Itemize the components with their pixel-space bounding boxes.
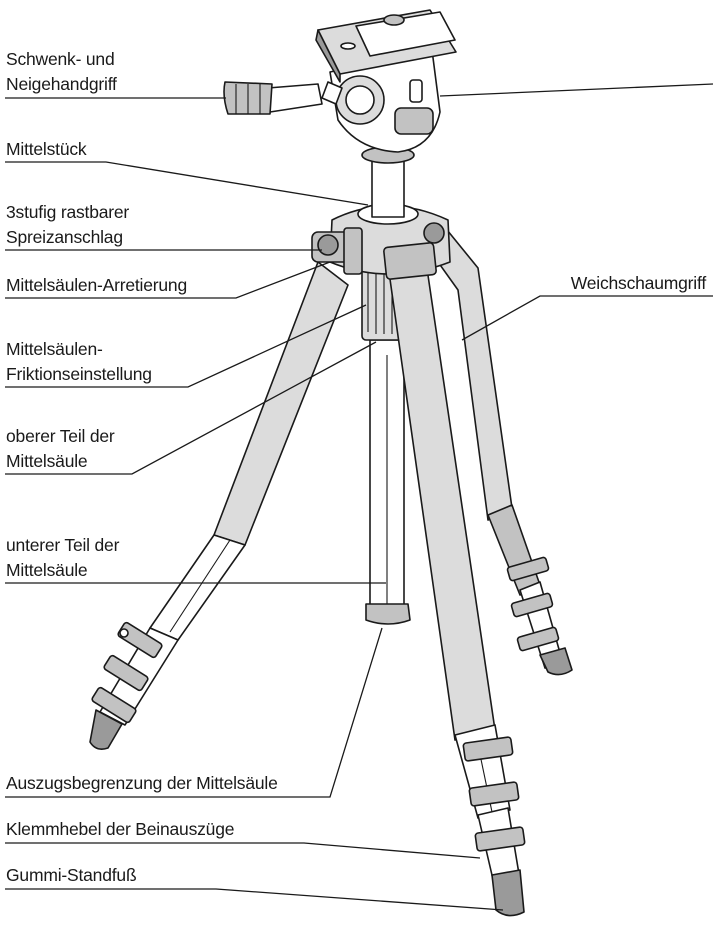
- leader-leg-clamp: [5, 843, 480, 858]
- label-spread-stop-2: Spreizanschlag: [6, 227, 123, 247]
- label-column-friction-2: Friktionseinstellung: [6, 364, 152, 384]
- leader-head: [440, 84, 713, 96]
- label-extension-limit: Auszugsbegrenzung der Mittelsäule: [6, 773, 278, 793]
- leader-rubber-foot: [5, 889, 503, 910]
- leader-foam-grip: [462, 296, 713, 340]
- label-upper-column-1: oberer Teil der: [6, 426, 115, 446]
- callout-labels: Schwenk- und Neigehandgriff Mittelstück …: [6, 49, 706, 885]
- right-leg: [388, 255, 525, 916]
- label-lower-column-2: Mittelsäule: [6, 560, 87, 580]
- label-upper-column-2: Mittelsäule: [6, 451, 87, 471]
- label-leg-clamp: Klemmhebel der Beinauszüge: [6, 819, 234, 839]
- label-foam-grip: Weichschaumgriff: [571, 273, 707, 293]
- leader-center-piece: [5, 162, 368, 205]
- label-column-lock: Mittelsäulen-Arretierung: [6, 275, 187, 295]
- left-leg: [90, 262, 348, 749]
- upper-column-tube: [372, 155, 404, 217]
- label-pan-tilt-handle-1: Schwenk- und: [6, 49, 115, 69]
- label-lower-column-1: unterer Teil der: [6, 535, 120, 555]
- label-pan-tilt-handle-2: Neigehandgriff: [6, 74, 117, 94]
- leader-extension-limit: [5, 628, 382, 797]
- label-spread-stop-1: 3stufig rastbarer: [6, 202, 129, 222]
- label-rubber-foot: Gummi-Standfuß: [6, 865, 136, 885]
- label-center-piece: Mittelstück: [6, 139, 87, 159]
- label-column-friction-1: Mittelsäulen-: [6, 339, 103, 359]
- pan-tilt-head: [224, 10, 456, 152]
